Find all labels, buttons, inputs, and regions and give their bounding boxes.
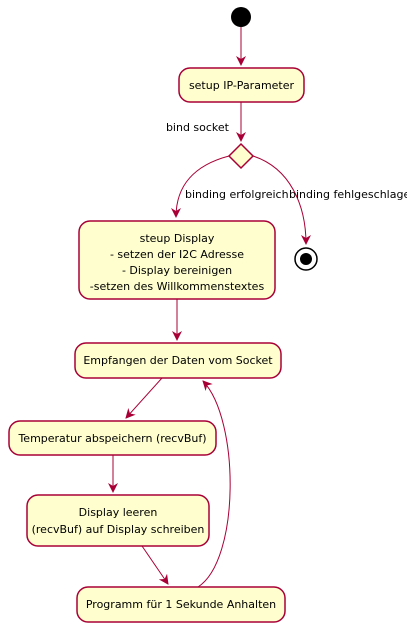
edge-decision-to-end [252,155,311,245]
action-setup-ip-label: setup IP-Parameter [189,79,295,92]
decision-bind-socket [227,142,255,170]
action-display-setup-line-4: -setzen des Willkommenstextes [90,280,265,293]
action-receive-label: Empfangen der Daten vom Socket [83,354,273,367]
label-binding-failed: binding fehlgeschlagen [289,188,407,201]
action-display-setup-line-1: steup Display [140,232,215,245]
label-bind-socket: bind socket [166,121,230,134]
action-store-temperature: Temperatur abspeichern (recvBuf) [8,420,217,456]
action-setup-ip: setup IP-Parameter [178,67,305,103]
action-store-temperature-label: Temperatur abspeichern (recvBuf) [17,432,206,445]
label-binding-success: binding erfolgreich [185,188,289,201]
action-display-write-line-1: Display leeren [79,506,158,519]
action-display-write: Display leeren (recvBuf) auf Display sch… [26,494,210,547]
action-pause: Programm für 1 Sekunde Anhalten [76,586,286,623]
end-node [294,247,318,271]
action-display-setup-line-2: - setzen der I2C Adresse [110,248,244,261]
edge-display-write-to-pause [141,545,169,585]
edge-decision-to-display [171,155,230,218]
action-display-write-line-2: (recvBuf) auf Display schreiben [32,523,205,536]
edge-loop-pause-to-receive [197,380,231,588]
action-pause-label: Programm für 1 Sekunde Anhalten [86,598,276,611]
action-display-setup: steup Display - setzen der I2C Adresse -… [78,220,276,300]
action-receive: Empfangen der Daten vom Socket [74,342,282,379]
edge-receive-to-store [125,377,163,419]
start-node [231,7,251,27]
action-display-setup-line-3: - Display bereinigen [122,264,232,277]
